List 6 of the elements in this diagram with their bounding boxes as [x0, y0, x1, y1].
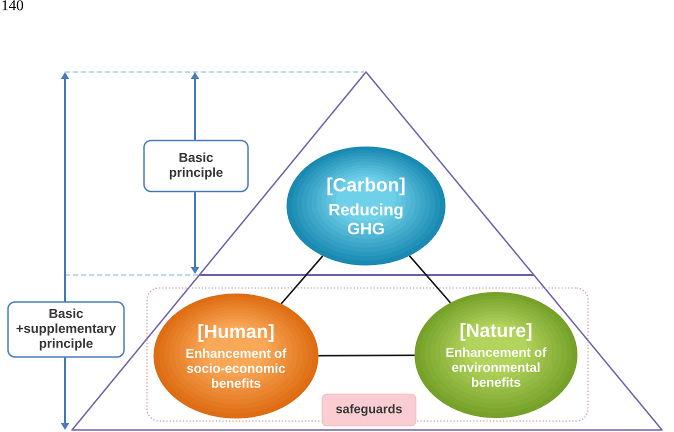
connector-line: [318, 354, 415, 356]
rounded-box: Basic principle: [143, 140, 249, 192]
rounded-box: Basic +supplementary principle: [7, 301, 125, 358]
page-number: 140: [2, 0, 24, 10]
connector-line: [408, 255, 452, 304]
connector-line: [280, 255, 324, 304]
